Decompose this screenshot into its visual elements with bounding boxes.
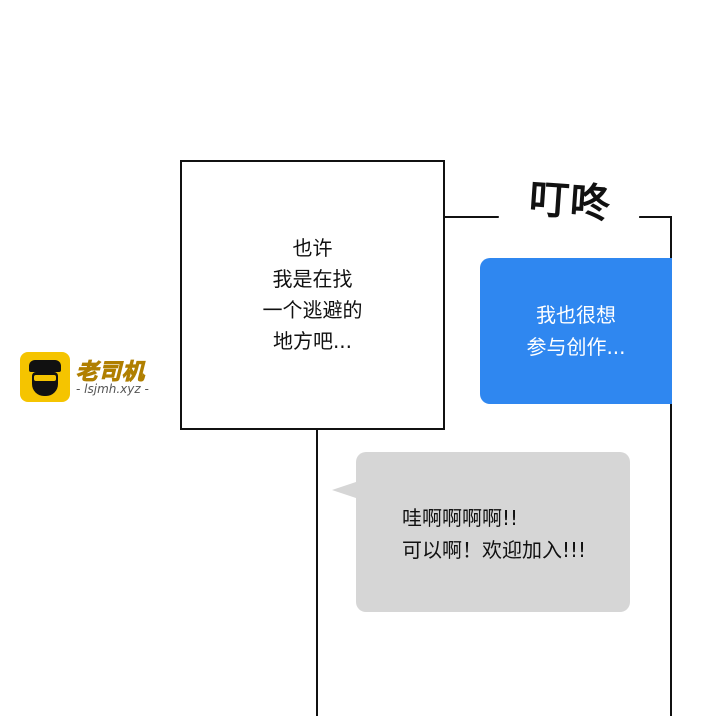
watermark-url: - lsjmh.xyz - — [76, 382, 149, 396]
sent-message-bubble: 我也很想 参与创作... — [480, 258, 672, 404]
narration-text: 也许 我是在找 一个逃避的 地方吧... — [263, 233, 363, 357]
watermark: 老司机 - lsjmh.xyz - — [20, 352, 180, 404]
sound-effect: 叮咚 — [498, 167, 642, 237]
phone-frame — [316, 216, 672, 716]
narration-box: 也许 我是在找 一个逃避的 地方吧... — [180, 160, 445, 430]
sent-message-text: 我也很想 参与创作... — [526, 299, 625, 363]
watermark-name: 老司机 — [75, 360, 146, 386]
sent-message-line: 我也很想 — [535, 303, 616, 327]
received-message-line: 可以啊！欢迎加入!!! — [402, 538, 587, 562]
received-message-bubble: 哇啊啊啊啊!! 可以啊！欢迎加入!!! — [332, 452, 630, 612]
narration-line: 也许 — [292, 236, 333, 260]
sent-message-line: 参与创作... — [526, 335, 626, 359]
driver-logo-icon — [20, 352, 70, 402]
narration-line: 我是在找 — [272, 267, 353, 291]
received-message-line: 哇啊啊啊啊!! — [402, 506, 519, 530]
narration-line: 一个逃避的 — [262, 298, 363, 322]
received-message-text: 哇啊啊啊啊!! 可以啊！欢迎加入!!! — [402, 502, 586, 566]
narration-line: 地方吧... — [272, 329, 353, 353]
